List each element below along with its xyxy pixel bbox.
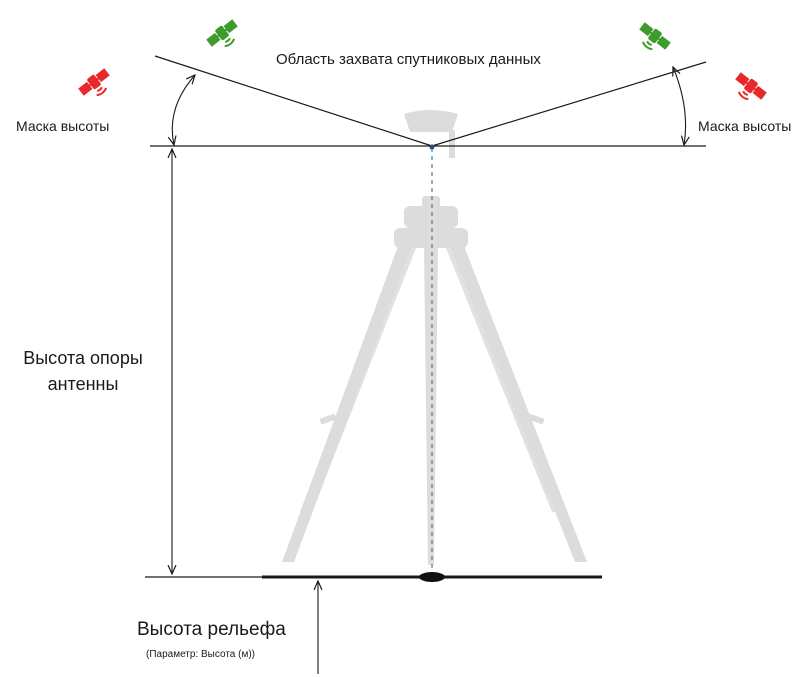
mast-height-label: Высота опоры антенны [8,345,158,397]
capture-boundary-left [154,55,433,147]
ground-marker [419,572,445,582]
relief-height-label: Высота рельефа [137,619,286,640]
elevation-mask-label-left: Маска высоты [16,118,110,134]
satellite-icon [632,20,673,58]
elevation-mask-label-right: Маска высоты [698,118,792,134]
satellite-icon [204,17,245,55]
relief-parameter-label: (Параметр: Высота (м)) [146,649,255,660]
mast-height-label-line1: Высота опоры [23,348,143,368]
antenna-phase-center [429,144,435,150]
elevation-mask-arc-right [673,67,686,145]
tripod [282,110,587,565]
mast-height-label-line2: антенны [47,374,119,394]
satellite-icon [76,66,117,104]
capture-boundary-right [431,61,707,147]
elevation-mask-arc-left [172,75,195,145]
satellite-icon [728,70,769,108]
capture-area-label: Область захвата спутниковых данных [276,51,541,68]
